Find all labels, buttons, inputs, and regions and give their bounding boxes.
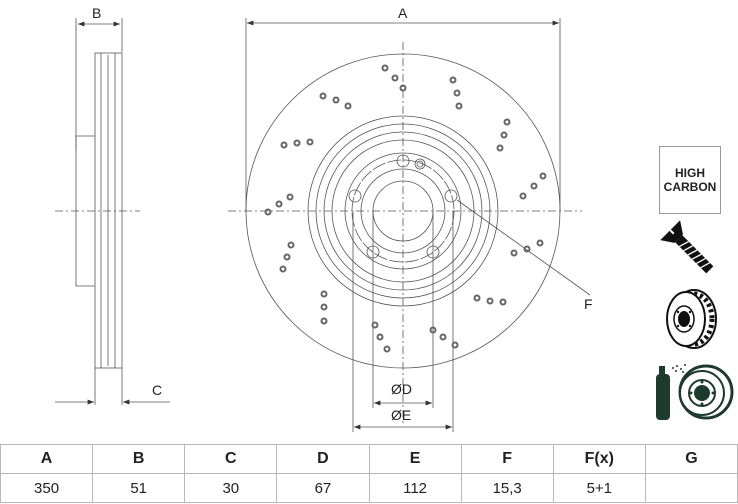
value-b: 51 (92, 473, 186, 503)
countersunk-screw-icon (660, 220, 714, 274)
value-c: 30 (184, 473, 278, 503)
high-carbon-line1: HIGH (675, 166, 705, 180)
coated-disc-spray-icon (656, 364, 734, 420)
ventilated-disc-icon (666, 289, 717, 349)
value-fx: 5+1 (552, 473, 646, 503)
technical-drawing: B C (55, 5, 593, 432)
value-f: 15,3 (460, 473, 554, 503)
high-carbon-badge: HIGH CARBON (659, 146, 721, 214)
label-e: ØE (391, 407, 411, 423)
value-a: 350 (0, 473, 94, 503)
front-view (228, 18, 591, 432)
high-carbon-line2: CARBON (663, 180, 717, 194)
side-view (55, 18, 170, 405)
drilled-holes (264, 64, 547, 353)
spec-table: A B C D E F F(x) G 350 51 30 67 112 15,3… (0, 444, 738, 503)
value-g (644, 473, 738, 503)
header-fx: F(x) (552, 444, 646, 474)
label-f: F (584, 296, 593, 312)
table-header-row: A B C D E F F(x) G (0, 444, 738, 474)
header-a: A (0, 444, 94, 474)
header-c: C (184, 444, 278, 474)
header-b: B (92, 444, 186, 474)
label-a: A (398, 5, 408, 21)
header-e: E (368, 444, 462, 474)
label-b: B (92, 5, 101, 21)
header-g: G (644, 444, 738, 474)
value-d: 67 (276, 473, 370, 503)
table-row: 350 51 30 67 112 15,3 5+1 (0, 473, 738, 503)
label-d: ØD (391, 381, 412, 397)
label-c: C (152, 382, 162, 398)
value-e: 112 (368, 473, 462, 503)
header-d: D (276, 444, 370, 474)
header-f: F (460, 444, 554, 474)
